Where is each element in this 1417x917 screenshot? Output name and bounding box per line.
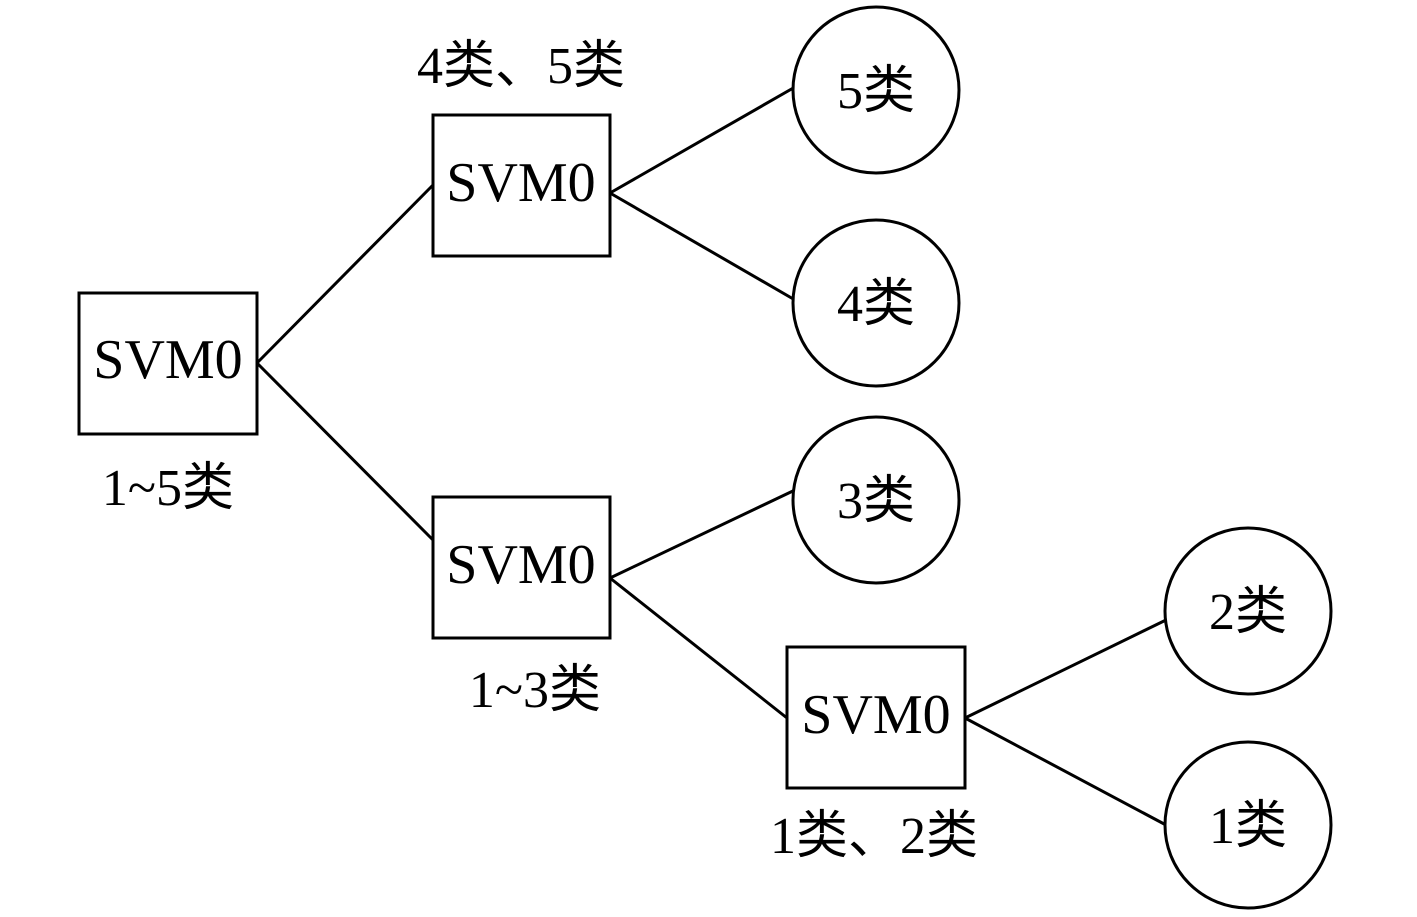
leaf-class-4-text: 4类 [837,276,915,333]
edge-bottom-to-class2 [964,618,1167,720]
leaf-class-5-circle [791,5,961,175]
leaf-class-3: 3类 [791,415,961,585]
leaf-class-5: 5类 [791,5,961,175]
leaf-class-3-text: 3类 [837,473,915,530]
svm-node-lower-label: 1~3类 [469,662,601,719]
leaf-class-4: 4类 [791,218,961,388]
svm-node-root-label: 1~5类 [102,460,234,517]
edge-lower-to-bottom [609,576,788,720]
leaf-class-2-text: 2类 [1209,584,1287,641]
svm-node-bottom-box [785,645,967,790]
edge-upper-to-class4 [609,191,796,302]
svm-node-upper-label: 4类、5类 [417,38,625,95]
leaf-class-2: 2类 [1163,526,1333,696]
svm-node-root: SVM0 [77,291,259,436]
svm-node-lower-box [431,495,612,640]
edge-upper-to-class5 [609,85,796,195]
svm-node-upper: SVM0 [431,113,612,258]
leaf-class-5-text: 5类 [837,63,915,120]
leaf-class-4-circle [791,218,961,388]
svm-node-bottom-text: SVM0 [801,684,950,746]
svm-node-lower: SVM0 [431,495,612,640]
edge-lower-to-class3 [609,488,796,580]
leaf-class-1: 1类 [1163,740,1333,910]
svm-node-root-text: SVM0 [93,329,242,391]
leaf-class-3-circle [791,415,961,585]
edge-bottom-to-class1 [964,716,1167,827]
svm-node-root-box [77,291,259,436]
tree-edges [255,85,1167,827]
svm-node-upper-text: SVM0 [446,152,595,214]
svm-node-bottom-label: 1类、2类 [770,808,978,865]
edge-root-to-upper [255,183,435,365]
leaf-class-1-circle [1163,740,1333,910]
edge-root-to-lower [255,361,435,542]
svm-node-upper-box [431,113,612,258]
leaf-class-2-circle [1163,526,1333,696]
svm-node-bottom: SVM0 [785,645,967,790]
leaf-class-1-text: 1类 [1209,798,1287,855]
svm-node-lower-text: SVM0 [446,534,595,596]
